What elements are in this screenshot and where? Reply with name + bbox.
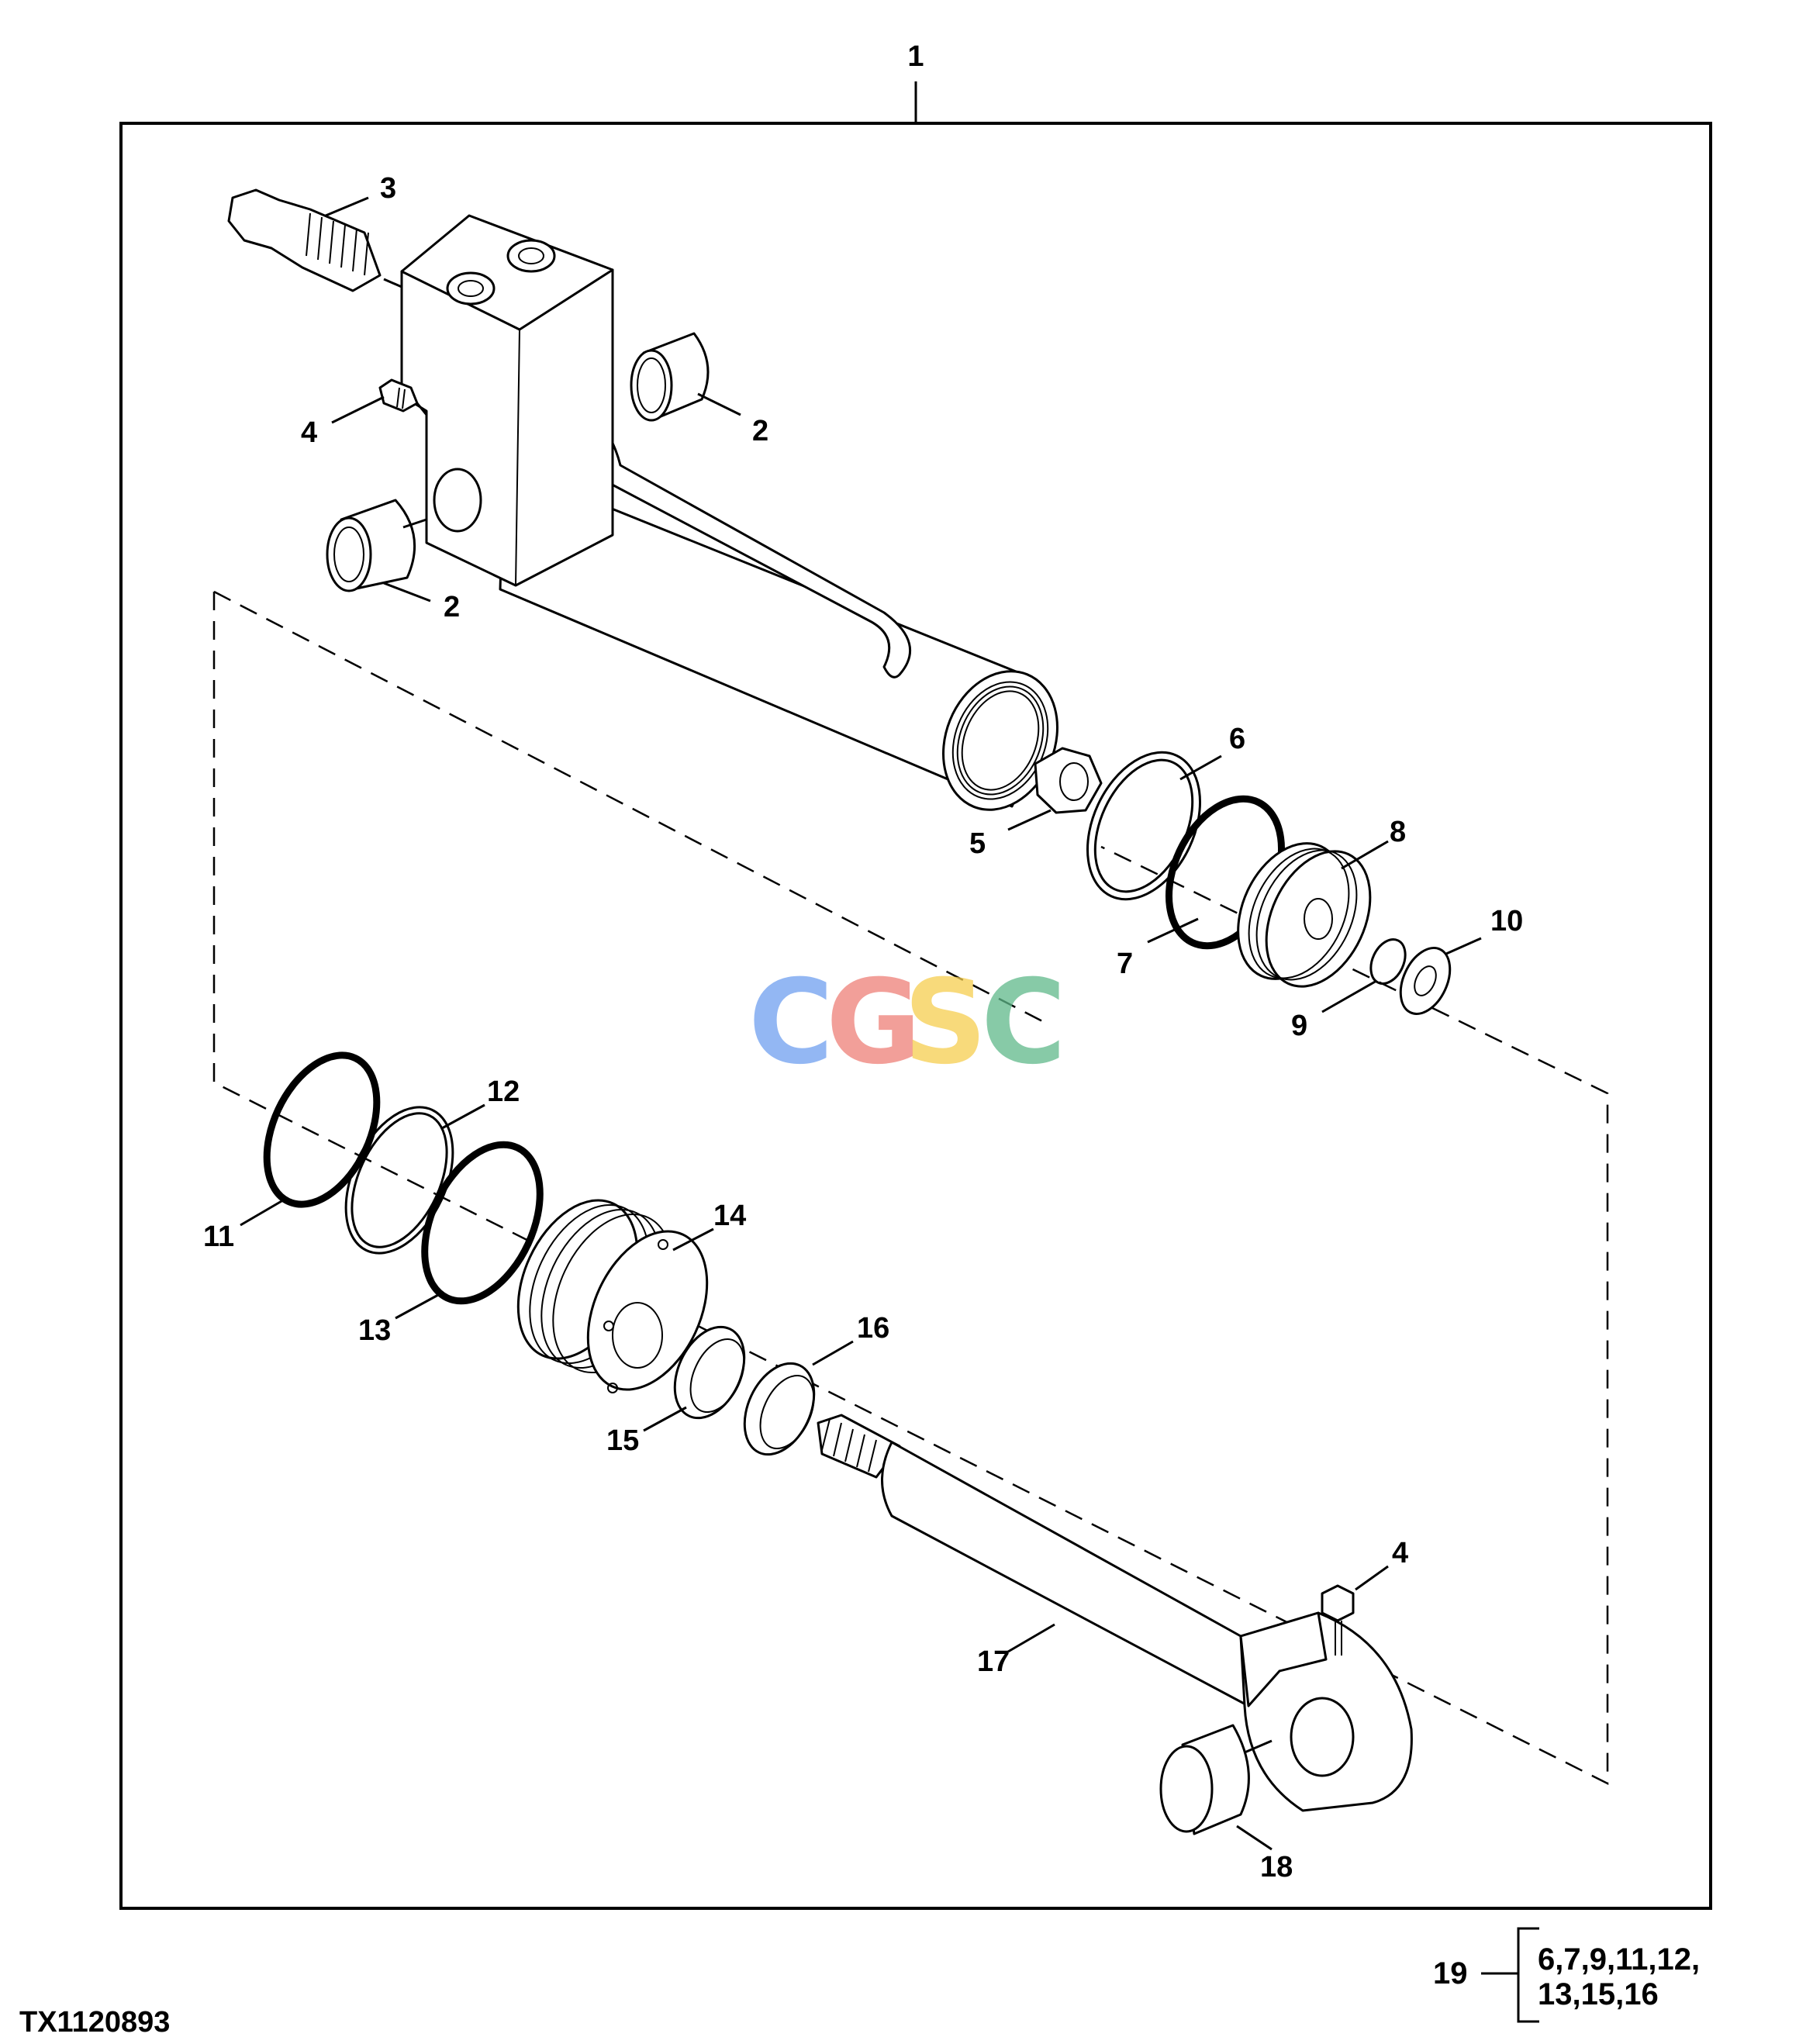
callout-17: 17 [977,1645,1010,1678]
callout-15: 15 [606,1424,639,1457]
assembly-guide-lines [212,590,1609,1786]
callout-1: 1 [907,40,924,73]
callout-9: 9 [1291,1010,1307,1042]
watermark-letter-2: G [826,955,921,1090]
bushing-upper-part-2 [630,332,741,422]
callout-16: 16 [857,1312,889,1345]
watermark-letter-3: S [903,955,987,1090]
washer-part-10 [1399,937,1482,1015]
callout-4-bottom: 4 [1392,1537,1408,1569]
callout-18: 18 [1260,1851,1293,1883]
callout-8: 8 [1390,816,1406,848]
callout-4-top: 4 [301,416,317,449]
callout-5: 5 [969,827,986,860]
cgsc-watermark: C G S C [748,955,1066,1090]
kit-callout-19: 19 6,7,9,11,12, 13,15,16 [1433,1927,1700,2023]
callout-14: 14 [713,1200,746,1232]
watermark-letter-1: C [748,955,834,1090]
callout-13: 13 [358,1314,391,1347]
seal-part-15 [643,1325,746,1432]
nut-part-5 [1007,747,1103,831]
callout-2-upper: 2 [752,415,768,447]
grease-fitting-head-part-4 [331,378,428,424]
cylinder-barrel [400,214,1058,811]
wiper-part-16 [743,1340,854,1456]
small-o-ring-part-9 [1321,938,1407,1013]
rod-part-17 [817,1414,1413,1812]
callout-11: 11 [203,1221,234,1253]
o-ring-part-13 [395,1141,544,1320]
gland-part-14 [516,1199,714,1393]
callout-10: 10 [1490,905,1523,937]
kit-number: 19 [1433,1956,1468,1990]
o-ring-part-11 [240,1051,381,1227]
callout-7: 7 [1117,948,1133,980]
grease-fitting-rod-part-4 [1321,1565,1389,1656]
figure-id: TX1120893 [19,2006,170,2039]
bushing-part-18 [1159,1724,1273,1851]
piston-part-8 [1237,840,1389,988]
callout-2-lower: 2 [444,591,460,623]
callout-6: 6 [1229,723,1245,755]
watermark-letter-4: C [981,955,1066,1090]
ring-part-12 [344,1103,485,1255]
kit-parts-line-2: 13,15,16 [1538,1977,1659,2011]
callout-3: 3 [380,172,396,205]
bushing-lower-part-2 [326,499,431,602]
relief-valve-part-3 [227,188,402,292]
kit-parts-line-1: 6,7,9,11,12, [1538,1942,1700,1977]
callout-12: 12 [487,1076,520,1108]
